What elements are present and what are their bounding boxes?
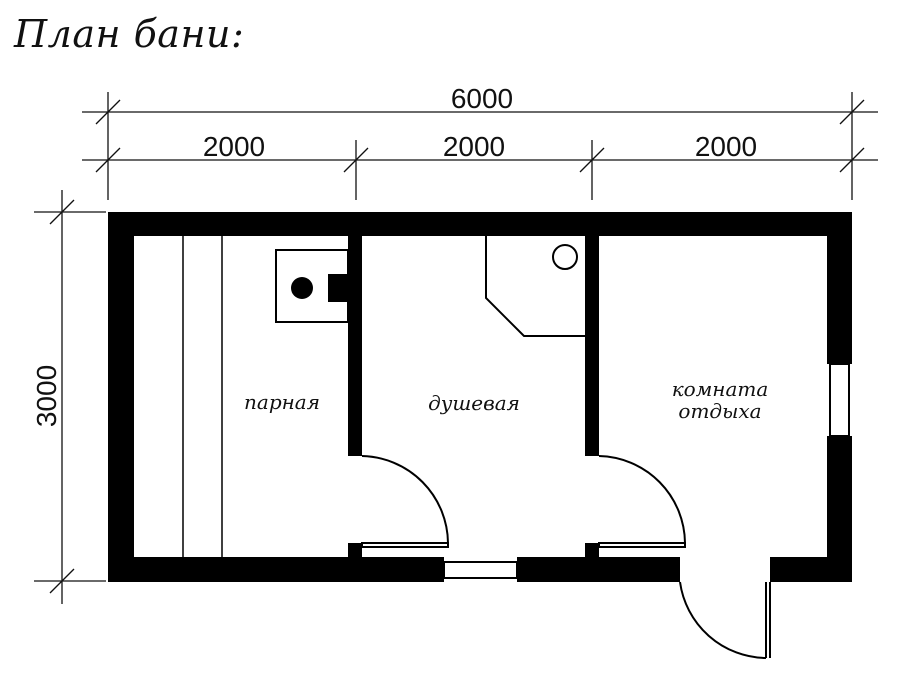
interior-walls xyxy=(348,236,599,557)
dimension-segment-2: 2000 xyxy=(443,131,505,162)
dimension-segment-3: 2000 xyxy=(695,131,757,162)
dimension-total-width: 6000 xyxy=(451,83,513,114)
window-right xyxy=(829,363,850,437)
label-rest-room-line2: отдыха xyxy=(678,399,761,423)
label-shower-room: душевая xyxy=(428,391,520,415)
label-rest-room-line1: комната xyxy=(672,377,769,401)
dimension-lines-left xyxy=(34,190,106,604)
door-steam-room xyxy=(361,455,449,548)
dimension-segment-1: 2000 xyxy=(203,131,265,162)
label-steam-room: парная xyxy=(244,390,320,414)
dimension-height: 3000 xyxy=(31,365,62,427)
stove xyxy=(275,249,349,323)
bench-shelves xyxy=(182,236,223,557)
window-bottom xyxy=(443,561,518,579)
dimension-lines-top xyxy=(82,92,878,200)
door-entrance xyxy=(679,581,771,659)
outer-walls xyxy=(108,212,852,582)
shower-cabin xyxy=(485,236,585,337)
plan-title: План бани: xyxy=(14,12,245,56)
door-shower-room xyxy=(598,455,686,548)
